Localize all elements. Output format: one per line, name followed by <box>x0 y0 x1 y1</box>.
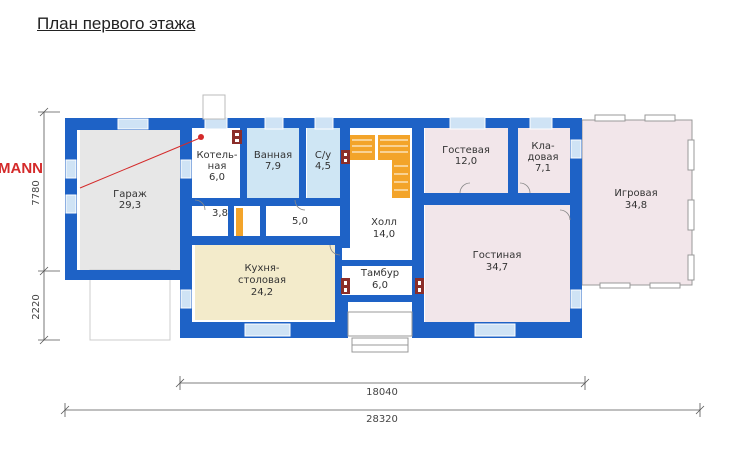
playroom-area: 34,8 <box>625 200 647 211</box>
guest-name: Гостевая <box>442 145 490 156</box>
brown-marks <box>232 130 424 294</box>
logo-pointer <box>79 134 204 189</box>
living-area: 34,7 <box>486 262 508 273</box>
door-swings <box>194 182 571 256</box>
entrance-steps <box>347 311 413 353</box>
storage-area: 7,1 <box>535 163 551 174</box>
boiler-porch <box>202 94 226 120</box>
wc-name: С/у <box>315 150 331 161</box>
bath-floor <box>247 128 299 198</box>
guest-area: 12,0 <box>455 156 477 167</box>
kitchen-name-2: столовая <box>238 275 286 286</box>
room-labels: Котель- ная 6,0 Ванная 7,9 С/у 4,5 Госте… <box>113 141 657 298</box>
living-name: Гостиная <box>473 250 522 261</box>
dim-left-upper: 7780 <box>31 180 42 205</box>
kitchen-area: 24,2 <box>251 287 273 298</box>
boiler-name-2: ная <box>208 161 227 172</box>
logo-text: MANN <box>0 160 43 177</box>
garage-name: Гараж <box>113 189 147 200</box>
dimension-lines <box>38 107 705 417</box>
windows <box>65 116 582 337</box>
living-floor <box>425 205 570 322</box>
storage-name-1: Кла- <box>531 141 555 152</box>
storage-floor <box>518 128 570 193</box>
boiler-name-1: Котель- <box>196 150 237 161</box>
playroom-windows <box>594 114 695 289</box>
vestibule-area: 6,0 <box>372 280 388 291</box>
corridor-area: 5,0 <box>292 216 308 227</box>
staircase <box>350 135 410 198</box>
storage-name-2: довая <box>527 152 558 163</box>
bath-name: Ванная <box>254 150 292 161</box>
playroom-name: Игровая <box>614 188 657 199</box>
vestibule-name: Тамбур <box>360 268 399 279</box>
closet-fill <box>236 208 243 236</box>
corridor-small-area: 3,8 <box>212 208 228 219</box>
bath-area: 7,9 <box>265 161 281 172</box>
playroom-floor <box>581 119 693 286</box>
guest-floor <box>425 128 508 193</box>
garage-canopy <box>89 269 171 341</box>
hall-area: 14,0 <box>373 229 395 240</box>
dim-bottom-total: 28320 <box>366 414 398 425</box>
dim-bottom-inner: 18040 <box>366 387 398 398</box>
hall-name: Холл <box>371 217 397 228</box>
kitchen-floor <box>195 245 340 320</box>
wc-area: 4,5 <box>315 161 331 172</box>
wc-floor <box>307 128 342 198</box>
kitchen-name-1: Кухня- <box>244 263 279 274</box>
dim-left-lower: 2220 <box>31 294 42 319</box>
plan-title: План первого этажа <box>37 14 196 33</box>
boiler-area: 6,0 <box>209 172 225 183</box>
garage-area: 29,3 <box>119 200 141 211</box>
brown-mark-holes <box>235 133 421 292</box>
